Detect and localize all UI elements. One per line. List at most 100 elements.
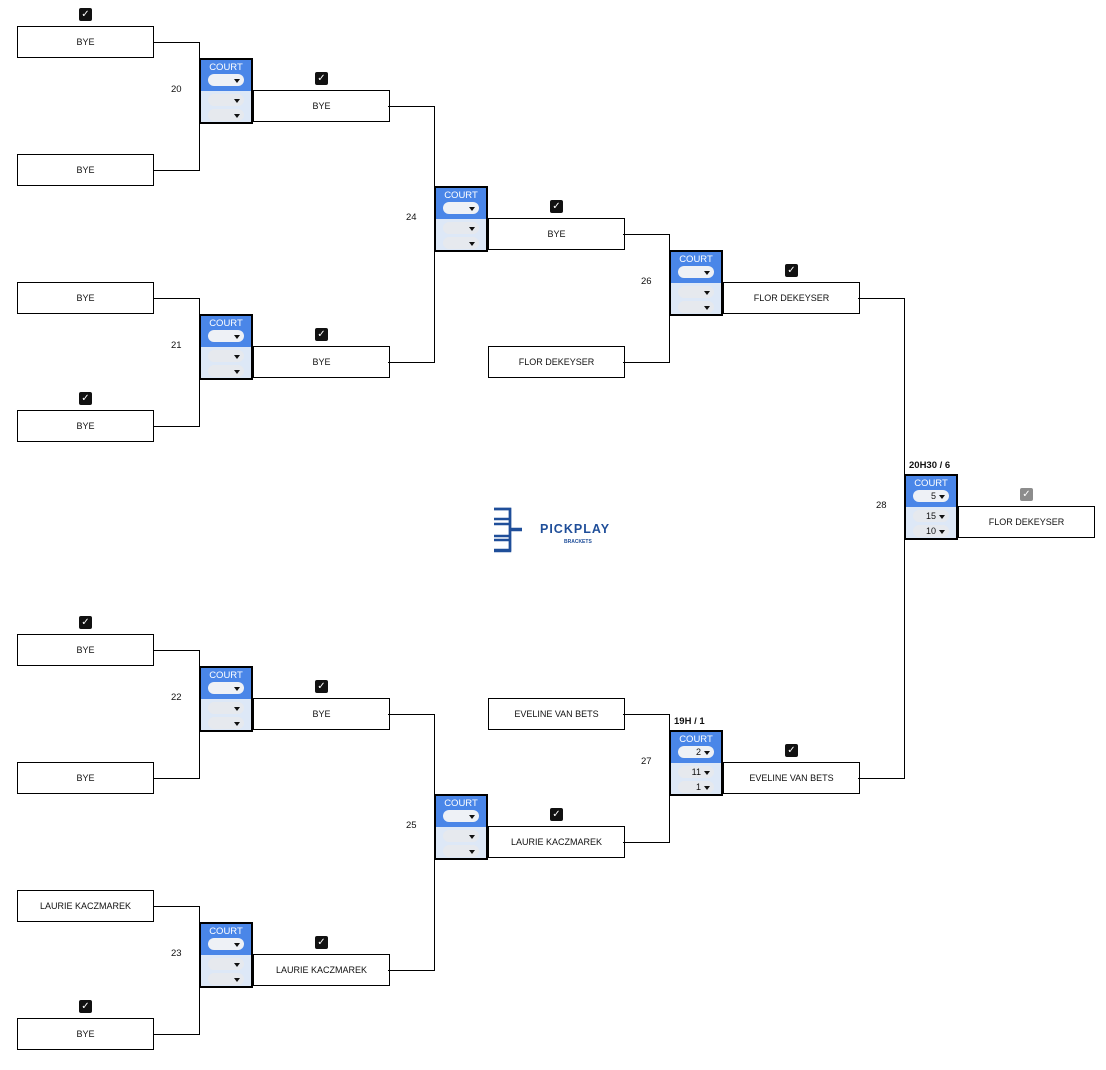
player-slot[interactable]: BYE xyxy=(253,698,390,730)
player-slot[interactable]: BYE xyxy=(253,90,390,122)
player-name: BYE xyxy=(76,773,95,783)
court-label: COURT xyxy=(679,254,713,265)
score-dropdown[interactable] xyxy=(208,702,244,714)
player-slot[interactable]: FLOR DEKEYSER xyxy=(488,346,625,378)
court-dropdown[interactable] xyxy=(678,266,714,278)
checkbox-checked-icon[interactable]: ✓ xyxy=(785,744,798,757)
bracket-logo-icon xyxy=(494,507,522,553)
score-dropdown[interactable] xyxy=(208,94,244,106)
checkbox-checked-icon[interactable]: ✓ xyxy=(315,72,328,85)
connector-line xyxy=(623,362,669,363)
checkbox-checked-icon[interactable]: ✓ xyxy=(1020,488,1033,501)
score-dropdown[interactable] xyxy=(443,222,479,234)
player-slot[interactable]: BYE xyxy=(17,26,154,58)
player-slot[interactable]: LAURIE KACZMAREK xyxy=(17,890,154,922)
connector-line xyxy=(388,362,434,363)
checkbox-checked-icon[interactable]: ✓ xyxy=(550,200,563,213)
score-dropdown[interactable]: 1 xyxy=(678,781,714,793)
match-number: 27 xyxy=(641,756,652,767)
player-slot[interactable]: FLOR DEKEYSER xyxy=(723,282,860,314)
court-dropdown[interactable] xyxy=(443,810,479,822)
court-dropdown[interactable]: 2 xyxy=(678,746,714,758)
score-dropdown[interactable] xyxy=(208,365,244,377)
chevron-down-icon xyxy=(234,113,240,118)
player-name: BYE xyxy=(547,229,566,239)
player-slot[interactable]: LAURIE KACZMAREK xyxy=(253,954,390,986)
court-dropdown[interactable]: 5 xyxy=(913,490,949,502)
score-dropdown[interactable] xyxy=(678,286,714,298)
player-slot[interactable]: EVELINE VAN BETS xyxy=(723,762,860,794)
checkbox-checked-icon[interactable]: ✓ xyxy=(79,8,92,21)
score-dropdown[interactable] xyxy=(443,237,479,249)
match-time: 20H30 / 6 xyxy=(909,460,951,471)
score-dropdown[interactable] xyxy=(443,845,479,857)
match-time: 19H / 1 xyxy=(674,716,705,727)
court-header: COURT xyxy=(201,316,251,347)
score-dropdown[interactable]: 10 xyxy=(913,525,949,537)
court-dropdown[interactable] xyxy=(208,330,244,342)
logo-text: PICKPLAY xyxy=(540,522,611,536)
court-header: COURT xyxy=(436,188,486,219)
court-dropdown[interactable] xyxy=(208,938,244,950)
player-slot[interactable]: BYE xyxy=(17,762,154,794)
checkbox-checked-icon[interactable]: ✓ xyxy=(315,328,328,341)
winner-slot[interactable]: FLOR DEKEYSER xyxy=(958,506,1095,538)
player-name: BYE xyxy=(76,645,95,655)
match-number: 26 xyxy=(641,276,652,287)
chevron-down-icon xyxy=(234,354,240,359)
court-label: COURT xyxy=(444,190,478,201)
connector-line xyxy=(154,906,199,907)
chevron-down-icon xyxy=(939,494,945,499)
score-dropdown[interactable] xyxy=(208,958,244,970)
court-dropdown[interactable] xyxy=(208,74,244,86)
score-dropdown[interactable] xyxy=(443,830,479,842)
player-slot[interactable]: BYE xyxy=(17,634,154,666)
connector-line xyxy=(154,778,199,779)
court-dropdown[interactable] xyxy=(443,202,479,214)
player-name: BYE xyxy=(76,421,95,431)
player-name: FLOR DEKEYSER xyxy=(988,517,1065,527)
score-dropdown[interactable] xyxy=(208,973,244,985)
player-slot[interactable]: EVELINE VAN BETS xyxy=(488,698,625,730)
score-dropdown[interactable] xyxy=(678,301,714,313)
player-name: LAURIE KACZMAREK xyxy=(510,837,603,847)
player-slot[interactable]: BYE xyxy=(17,154,154,186)
court-selector: COURT xyxy=(199,666,253,732)
score-dropdown[interactable] xyxy=(208,717,244,729)
chevron-down-icon xyxy=(234,721,240,726)
court-header: COURT xyxy=(671,252,721,283)
score-value: 15 xyxy=(925,511,936,521)
player-name: BYE xyxy=(312,357,331,367)
score-dropdown[interactable] xyxy=(208,350,244,362)
court-value: 5 xyxy=(930,491,936,501)
player-slot[interactable]: BYE xyxy=(17,410,154,442)
player-slot[interactable]: BYE xyxy=(488,218,625,250)
player-slot[interactable]: BYE xyxy=(253,346,390,378)
chevron-down-icon xyxy=(704,750,710,755)
court-dropdown[interactable] xyxy=(208,682,244,694)
chevron-down-icon xyxy=(234,962,240,967)
player-slot[interactable]: BYE xyxy=(17,282,154,314)
player-name: FLOR DEKEYSER xyxy=(753,293,830,303)
connector-line xyxy=(623,234,669,235)
checkbox-checked-icon[interactable]: ✓ xyxy=(79,1000,92,1013)
checkbox-checked-icon[interactable]: ✓ xyxy=(315,680,328,693)
checkbox-checked-icon[interactable]: ✓ xyxy=(79,616,92,629)
match-number: 22 xyxy=(171,692,182,703)
score-dropdown[interactable]: 11 xyxy=(678,766,714,778)
player-name: EVELINE VAN BETS xyxy=(514,709,599,719)
court-label: COURT xyxy=(679,734,713,745)
score-dropdown[interactable]: 15 xyxy=(913,510,949,522)
score-dropdown[interactable] xyxy=(208,109,244,121)
connector-line xyxy=(154,650,199,651)
checkbox-checked-icon[interactable]: ✓ xyxy=(550,808,563,821)
checkbox-checked-icon[interactable]: ✓ xyxy=(315,936,328,949)
player-slot[interactable]: LAURIE KACZMAREK xyxy=(488,826,625,858)
checkbox-checked-icon[interactable]: ✓ xyxy=(79,392,92,405)
court-header: COURT xyxy=(201,924,251,955)
player-slot[interactable]: BYE xyxy=(17,1018,154,1050)
player-name: BYE xyxy=(312,709,331,719)
checkbox-checked-icon[interactable]: ✓ xyxy=(785,264,798,277)
